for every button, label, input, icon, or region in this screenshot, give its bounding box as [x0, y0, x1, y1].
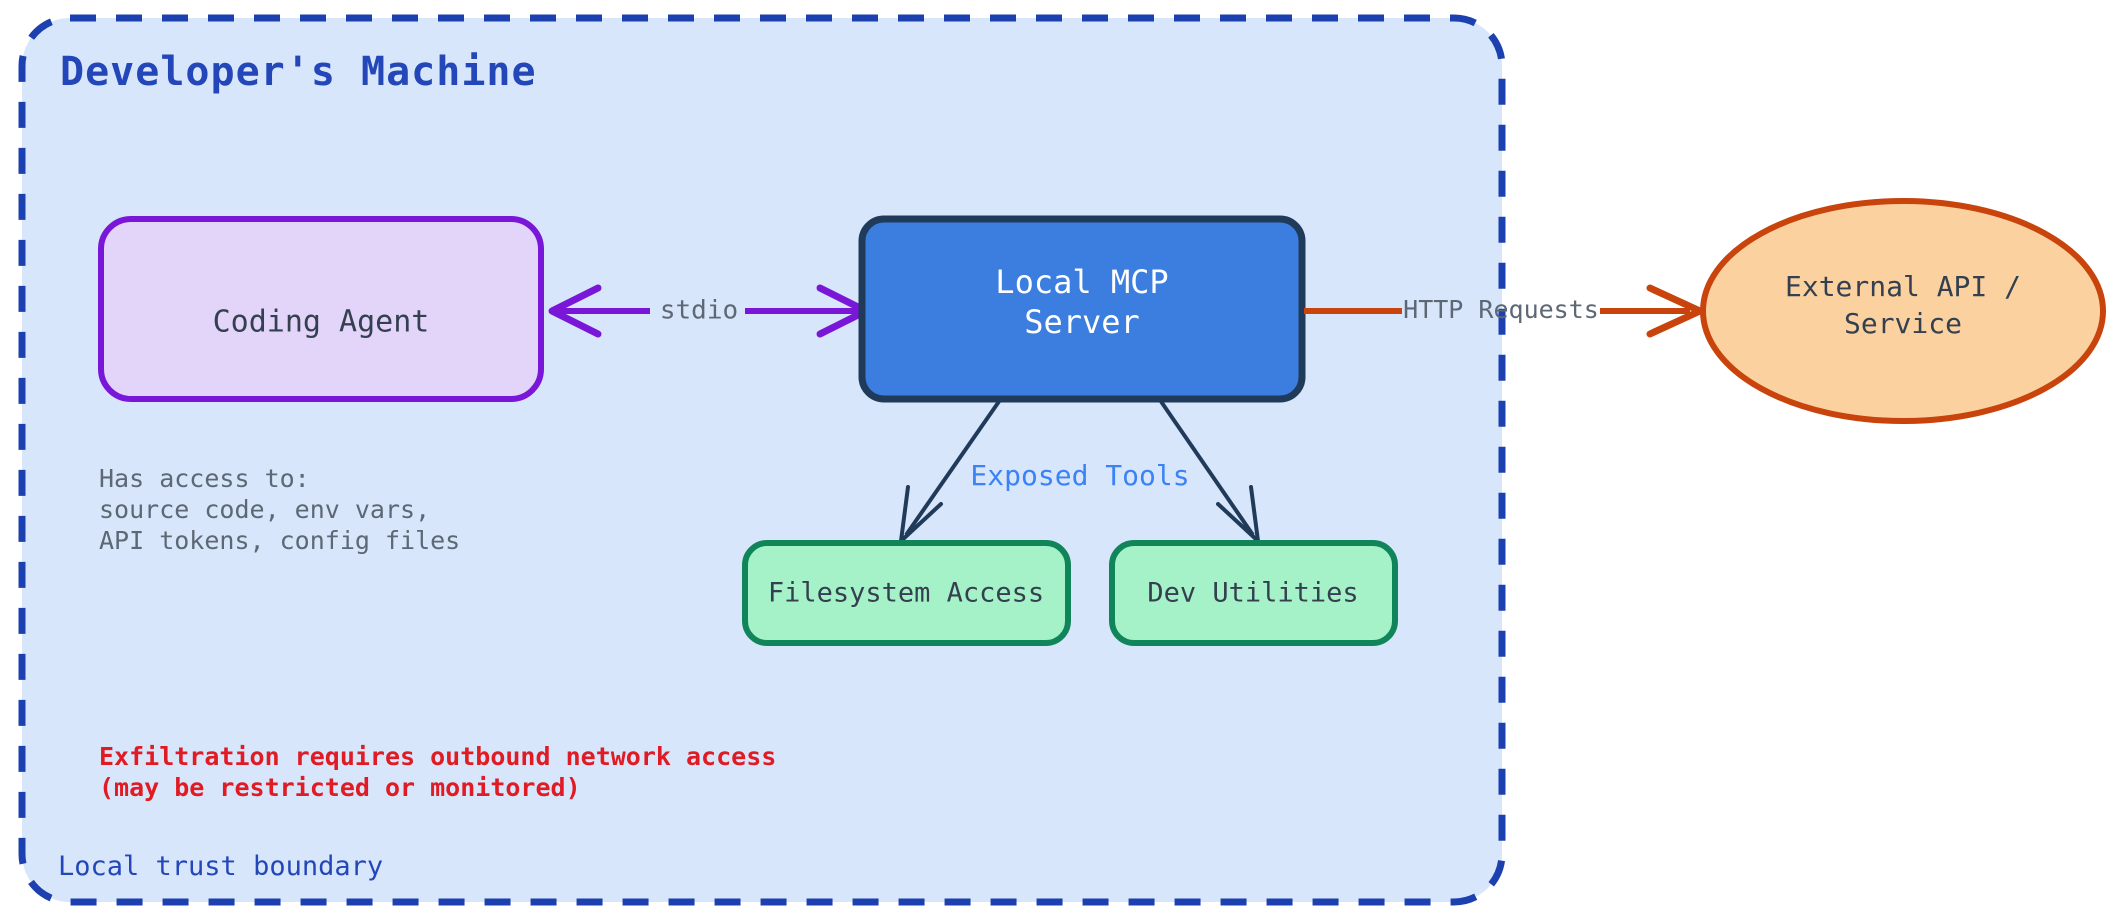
boundary-title: Developer's Machine — [60, 49, 537, 95]
stdio-arrowhead-left — [548, 284, 602, 338]
node-dev-utilities[interactable]: Dev Utilities — [1109, 540, 1398, 646]
exposed-tools-label: Exposed Tools — [970, 459, 1189, 492]
filesystem-access-box[interactable] — [742, 540, 1071, 646]
local-mcp-server-box[interactable] — [858, 215, 1306, 403]
exfiltration-warning-line-1: Exfiltration requires outbound network a… — [99, 742, 776, 771]
edge-stdio: stdio — [548, 284, 870, 338]
local-mcp-server-label-line2: Server — [1024, 303, 1140, 341]
filesystem-access-label: Filesystem Access — [768, 578, 1044, 609]
external-api-label-line1: External API / — [1785, 270, 2021, 303]
exfiltration-warning: Exfiltration requires outbound network a… — [99, 742, 776, 802]
tools-right-line — [1158, 398, 1255, 537]
local-mcp-server-label-line1: Local MCP — [995, 263, 1168, 301]
dev-utilities-box[interactable] — [1109, 540, 1398, 646]
tools-left-line — [904, 398, 1002, 537]
node-local-mcp-server[interactable]: Local MCP Server — [858, 215, 1306, 403]
node-filesystem-access[interactable]: Filesystem Access — [742, 540, 1071, 646]
external-api-ellipse[interactable] — [1700, 198, 2106, 424]
external-api-label-line2: Service — [1844, 307, 1962, 340]
agent-access-note: Has access to: source code, env vars, AP… — [99, 464, 460, 555]
coding-agent-label: Coding Agent — [213, 305, 430, 340]
agent-access-note-line-1: Has access to: — [99, 464, 310, 493]
http-edge-label: HTTP Requests — [1403, 295, 1599, 324]
coding-agent-box[interactable] — [98, 216, 544, 402]
node-coding-agent[interactable]: Coding Agent — [98, 216, 544, 402]
stdio-edge-label: stdio — [660, 296, 738, 326]
agent-access-note-line-2: source code, env vars, — [99, 495, 430, 524]
dev-utilities-label: Dev Utilities — [1147, 578, 1358, 609]
agent-access-note-line-3: API tokens, config files — [99, 526, 460, 555]
exfiltration-warning-line-2: (may be restricted or monitored) — [99, 773, 581, 802]
trust-boundary-label: Local trust boundary — [58, 851, 383, 882]
node-external-api[interactable]: External API / Service — [1700, 198, 2106, 424]
